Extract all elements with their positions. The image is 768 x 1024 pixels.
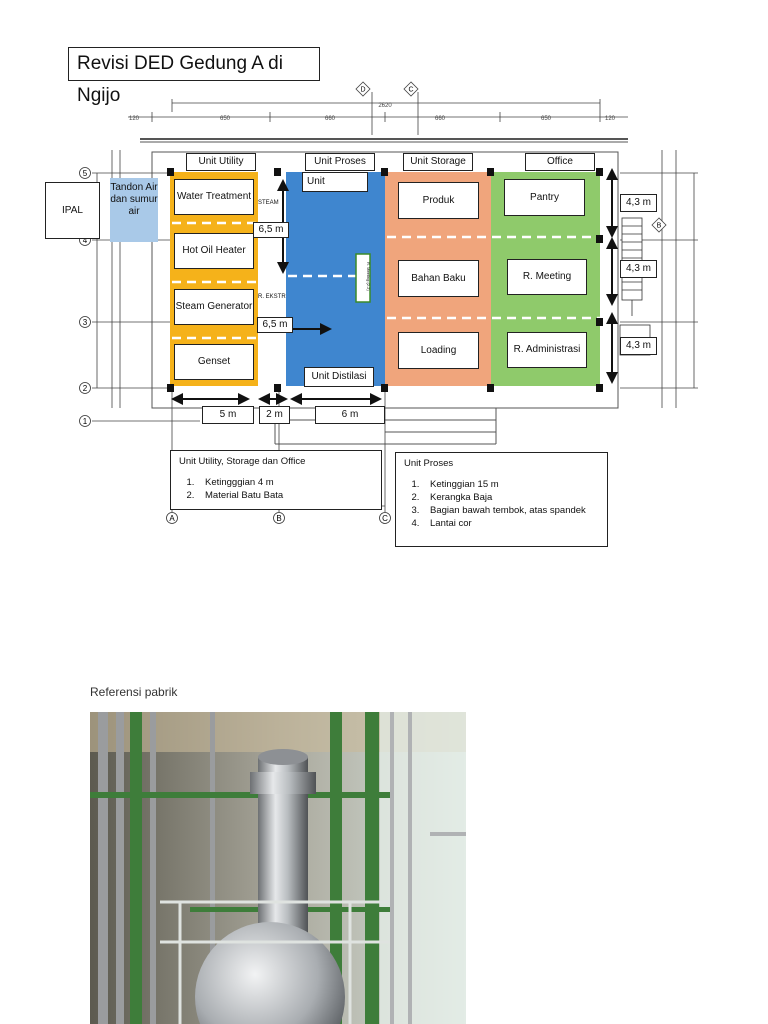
room-pantry: Pantry xyxy=(504,179,585,216)
room-r-meeting: R. Meeting xyxy=(507,259,587,295)
floor-plan-drawing: 2620 120 650 660 660 650 120 D C xyxy=(79,81,698,524)
room-ipal: IPAL xyxy=(45,182,100,239)
zone-label-storage: Unit Storage xyxy=(403,153,473,171)
notes-right-item: Lantai cor xyxy=(422,518,599,529)
small-meeting-box xyxy=(355,253,371,303)
top-dim-seg: 650 xyxy=(541,116,552,122)
measure-6-5m-top: 6,5 m xyxy=(253,222,289,238)
grid-marker-top: C xyxy=(408,87,413,94)
measure-5m: 5 m xyxy=(202,406,254,424)
room-water-treatment: Water Treatment xyxy=(174,179,254,215)
grid-row-label: 1 xyxy=(83,417,88,426)
factory-photo-illustration xyxy=(90,712,466,1024)
grid-col-label: B xyxy=(276,514,281,523)
notes-utility-storage-office: Unit Utility, Storage dan Office Ketingg… xyxy=(170,450,382,510)
grid-row-label: 2 xyxy=(83,384,88,393)
room-hot-oil-heater: Hot Oil Heater xyxy=(174,233,254,269)
zone-tandon xyxy=(110,178,158,242)
zone-label-utility: Unit Utility xyxy=(186,153,256,171)
grid-marker-top: D xyxy=(360,87,365,94)
reference-label: Referensi pabrik xyxy=(90,685,178,699)
grid-col-label: C xyxy=(382,514,388,523)
measure-4-3m-a: 4,3 m xyxy=(620,194,657,212)
zone-label-proses: Unit Proses xyxy=(305,153,375,171)
room-tandon: Tandon Air dan sumur air xyxy=(110,182,158,217)
measure-4-3m-b: 4,3 m xyxy=(620,260,657,278)
room-produk: Produk xyxy=(398,182,479,219)
top-dim-seg: 660 xyxy=(435,116,446,122)
page-title: Revisi DED Gedung A di Ngijo xyxy=(68,47,320,106)
notes-right-heading: Unit Proses xyxy=(404,458,454,469)
grid-row-label: 4 xyxy=(83,236,88,245)
top-dim-seg: 120 xyxy=(605,116,616,122)
top-dim-seg: 660 xyxy=(325,116,336,122)
room-unit-distilasi: Unit Distilasi xyxy=(304,367,374,387)
measure-4-3m-c: 4,3 m xyxy=(620,337,657,355)
notes-right-item: Ketinggian 15 m xyxy=(422,479,599,490)
factory-reference-photo xyxy=(90,712,466,1024)
grid-marker-right: B xyxy=(657,223,662,230)
room-loading: Loading xyxy=(398,332,479,369)
notes-left-heading: Unit Utility, Storage dan Office xyxy=(179,456,306,467)
top-dim-seg: 120 xyxy=(129,116,140,122)
room-genset: Genset xyxy=(174,344,254,380)
notes-unit-proses: Unit Proses Ketinggian 15 m Kerangka Baj… xyxy=(395,452,608,547)
room-steam-generator: Steam Generator xyxy=(174,289,254,325)
label-r-ekstr: R. EKSTR xyxy=(258,294,286,300)
measure-6m: 6 m xyxy=(315,406,385,424)
floor-plan: 2620 120 650 660 660 650 120 D C xyxy=(0,0,768,560)
notes-right-item: Bagian bawah tembok, atas spandek xyxy=(422,505,599,516)
grid-row-label: 3 xyxy=(83,318,88,327)
notes-left-item: Ketingggian 4 m xyxy=(197,477,373,488)
grid-col-label: A xyxy=(169,514,175,523)
label-steam: STEAM xyxy=(258,200,279,206)
notes-left-item: Material Batu Bata xyxy=(197,490,373,501)
room-unit: Unit xyxy=(302,172,368,192)
zone-label-office: Office xyxy=(525,153,595,171)
grid-row-label: 5 xyxy=(83,169,88,178)
room-bahan-baku: Bahan Baku xyxy=(398,260,479,297)
top-dim-total: 2620 xyxy=(378,103,392,109)
notes-right-item: Kerangka Baja xyxy=(422,492,599,503)
room-r-administrasi: R. Administrasi xyxy=(507,332,587,368)
measure-2m: 2 m xyxy=(259,406,290,424)
room-r-meeting-small: R. Meeting (2.2) xyxy=(366,262,371,291)
top-dim-seg: 650 xyxy=(220,116,231,122)
measure-6-5m-mid: 6,5 m xyxy=(257,317,293,333)
